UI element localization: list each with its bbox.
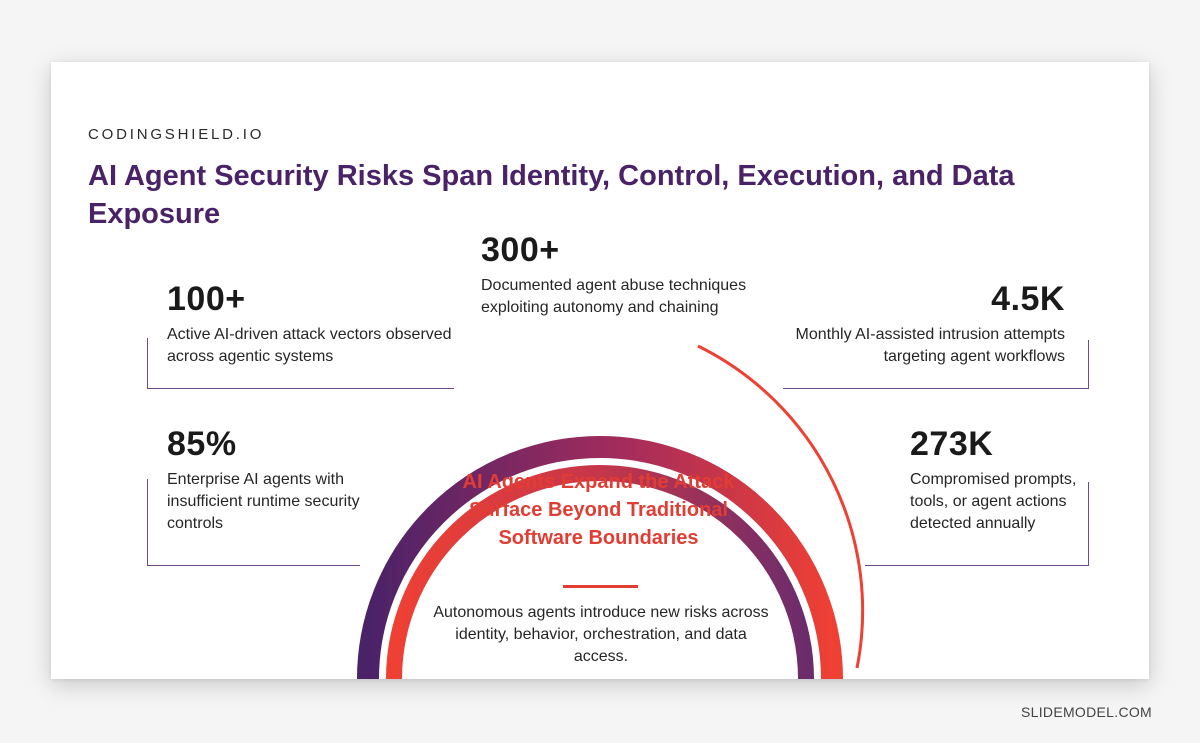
outer-ring [357,436,843,679]
divider-top-right [783,340,1089,389]
center-title: AI Agents Expand the Attack Surface Beyo… [462,471,735,549]
page-title: AI Agent Security Risks Span Identity, C… [88,160,1015,230]
stat-top-left: 100+ Active AI-driven attack vectors obs… [167,280,457,368]
arc-graphic [357,344,865,679]
stat-desc: Documented agent abuse techniques exploi… [481,277,747,316]
stat-desc: Enterprise AI agents with insufficient r… [167,471,360,532]
divider-bottom-left [147,479,360,566]
stat-bottom-left: 85% Enterprise AI agents with insufficie… [167,425,367,535]
thin-arc [697,344,865,669]
slide: CODINGSHIELD.IO AI Agent Security Risks … [51,62,1149,679]
stat-desc: Monthly AI-assisted intrusion attempts t… [795,326,1065,365]
center-description: Autonomous agents introduce new risks ac… [433,604,769,665]
stat-value: 300+ [481,231,560,269]
stat-desc: Compromised prompts, tools, or agent act… [910,471,1077,532]
inner-ring [386,465,814,679]
divider-bottom-right [865,482,1089,566]
stat-top-right: 4.5K Monthly AI-assisted intrusion attem… [795,280,1065,368]
stat-value: 4.5K [991,280,1065,318]
stat-value: 273K [910,425,994,463]
center-underline [563,585,638,588]
footer-credit: SLIDEMODEL.COM [1021,704,1152,720]
stat-desc: Active AI-driven attack vectors observed… [167,326,452,365]
stat-value: 100+ [167,280,246,318]
divider-top-left [147,338,454,389]
stat-value: 85% [167,425,237,463]
stat-bottom-right: 273K Compromised prompts, tools, or agen… [910,425,1080,535]
brand-label: CODINGSHIELD.IO [88,126,265,143]
stat-top-center: 300+ Documented agent abuse techniques e… [481,231,811,319]
